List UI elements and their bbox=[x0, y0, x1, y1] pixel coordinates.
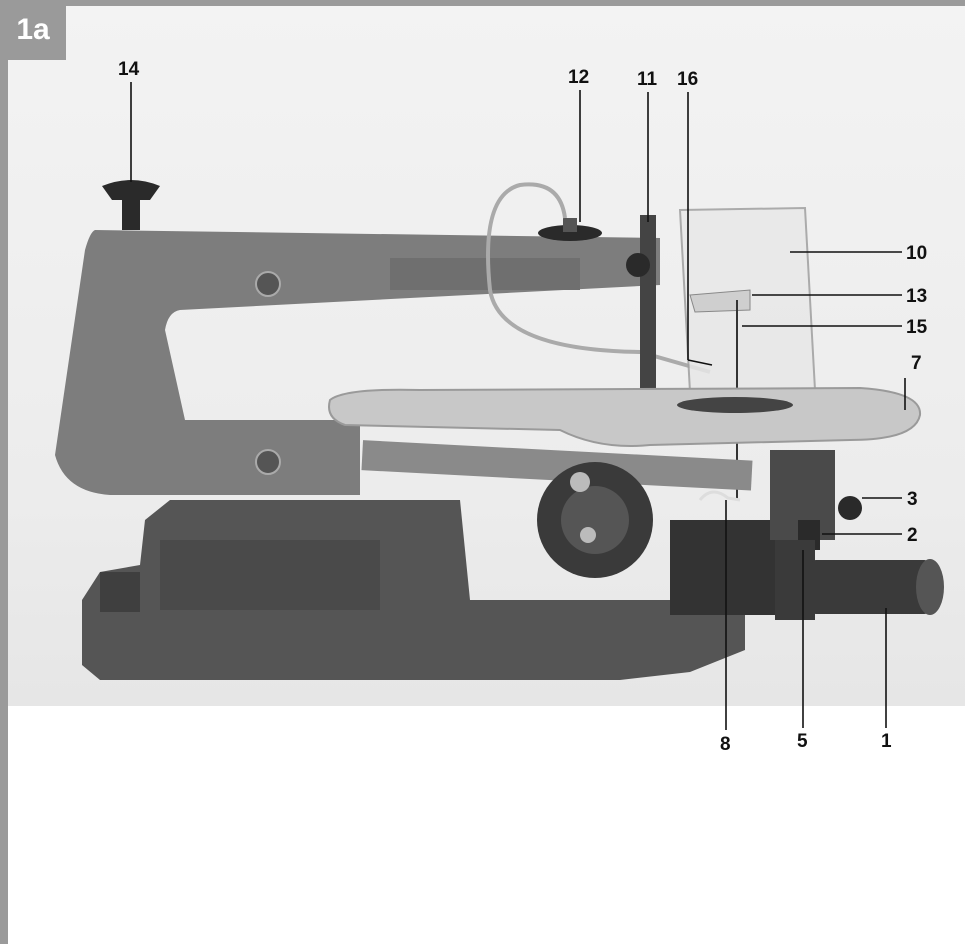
arm-screw-upper bbox=[255, 271, 281, 297]
callout-2: 2 bbox=[907, 525, 918, 546]
saw-table bbox=[328, 386, 922, 447]
air-blower bbox=[486, 182, 711, 374]
callout-5: 5 bbox=[797, 731, 808, 752]
callout-16: 16 bbox=[677, 69, 699, 90]
callout-1: 1 bbox=[881, 731, 892, 752]
callout-13: 13 bbox=[906, 286, 928, 307]
bevel-lock-knob bbox=[838, 496, 862, 520]
callout-7: 7 bbox=[911, 353, 922, 374]
callout-14: 14 bbox=[118, 59, 140, 80]
arm-screw-lower bbox=[255, 449, 281, 475]
callout-leader-lines bbox=[130, 82, 906, 730]
callout-8: 8 bbox=[720, 734, 731, 755]
drive-mechanism bbox=[361, 440, 780, 615]
blade-change-tool bbox=[698, 490, 741, 502]
callout-10: 10 bbox=[906, 243, 928, 264]
tension-knob bbox=[102, 180, 160, 230]
hold-down-rod bbox=[626, 215, 656, 415]
callout-15: 15 bbox=[906, 317, 928, 338]
tilt-controls bbox=[770, 450, 862, 620]
callout-11: 11 bbox=[637, 69, 658, 90]
blade-guard bbox=[678, 206, 817, 394]
figure-tag: 1a bbox=[0, 0, 66, 60]
dust-port bbox=[810, 559, 944, 615]
saw-arm bbox=[55, 230, 660, 495]
saw-base bbox=[82, 500, 745, 680]
callout-3: 3 bbox=[907, 489, 918, 510]
callout-12: 12 bbox=[568, 67, 590, 88]
